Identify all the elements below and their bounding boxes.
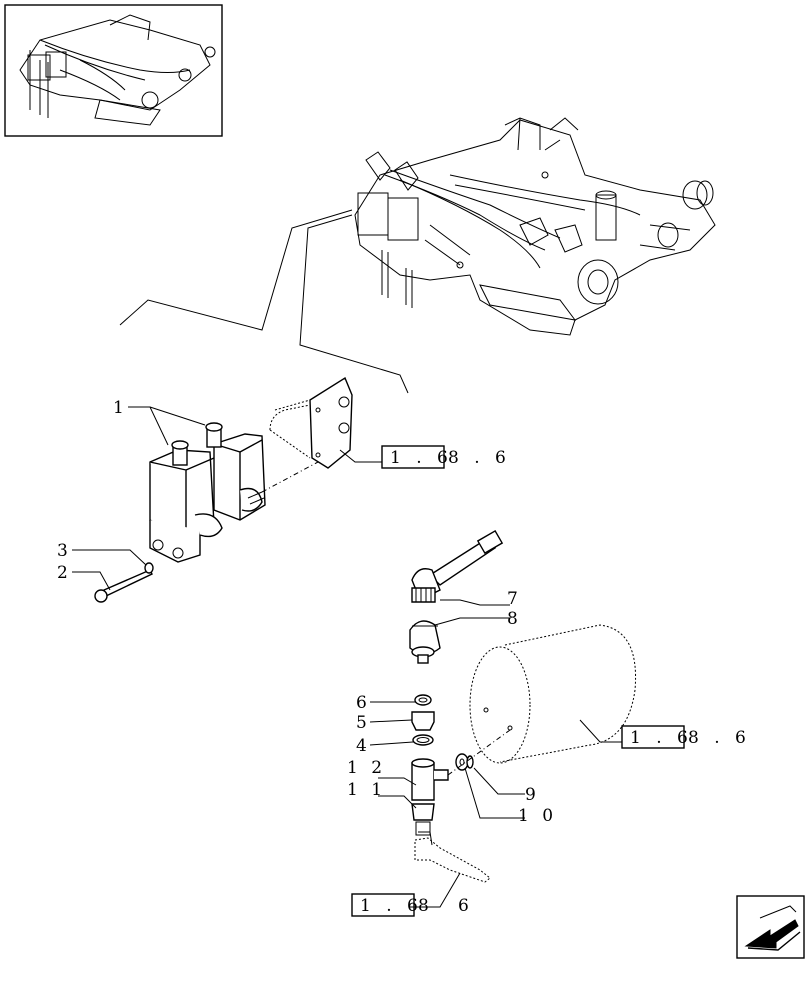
reference-bottom[interactable]: 1 . 6 8 6 — [351, 893, 474, 917]
callout-4: 4 — [356, 736, 371, 756]
air-tank — [469, 624, 637, 764]
reference-tank-boxed: 1 . 6 — [630, 728, 693, 748]
o-ring-part-4 — [412, 734, 434, 746]
assembly-leader-lines — [119, 209, 409, 394]
reference-tank-rest: 8 . 6 — [688, 728, 751, 748]
reference-bottom-tail: 6 — [458, 896, 474, 916]
solenoid-valve-assembly — [149, 422, 266, 563]
callout-1: 1 — [113, 398, 128, 418]
reference-bracket-boxed: 1 . 6 — [390, 448, 453, 468]
adapter-part-5 — [411, 711, 435, 731]
callout-3: 3 — [57, 541, 72, 561]
callout-7: 7 — [507, 589, 522, 609]
callout-9: 9 — [525, 785, 540, 805]
reference-bottom-boxed: 1 . 6 — [360, 896, 423, 916]
reference-bracket-rest: 8 . 6 — [448, 448, 511, 468]
overview-thumbnail — [4, 4, 223, 137]
callout-5: 5 — [356, 713, 371, 733]
tee-fitting-part-12 — [411, 758, 449, 801]
main-assembly-view — [354, 117, 716, 336]
callout-10: 1 0 — [518, 806, 557, 826]
seal-part-6 — [414, 694, 432, 706]
bolt-part-2 — [94, 569, 153, 603]
axis-line-tank — [447, 729, 511, 776]
reference-bracket[interactable]: 1 . 6 8 . 6 — [381, 445, 511, 469]
seal-part-6-inner — [418, 697, 428, 703]
callout-leaders — [72, 406, 622, 908]
callout-11: 1 1 — [347, 780, 386, 800]
axis-line-valve — [261, 461, 319, 493]
washer-part-10 — [466, 755, 474, 769]
arrow-next-page-icon[interactable] — [736, 895, 805, 959]
o-ring-part-4-inner — [416, 737, 430, 743]
washer-part-3 — [144, 562, 154, 574]
pressure-switch-assembly — [409, 529, 504, 664]
callout-8: 8 — [507, 609, 522, 629]
callout-12: 1 2 — [347, 758, 386, 778]
hose-line — [414, 831, 491, 883]
callout-2: 2 — [57, 563, 72, 583]
mounting-bracket — [269, 376, 353, 469]
reference-tank[interactable]: 1 . 6 8 . 6 — [621, 725, 751, 749]
callout-6: 6 — [356, 693, 371, 713]
nipple-part-11 — [411, 803, 435, 836]
reference-bottom-rest: 8 — [418, 896, 434, 916]
